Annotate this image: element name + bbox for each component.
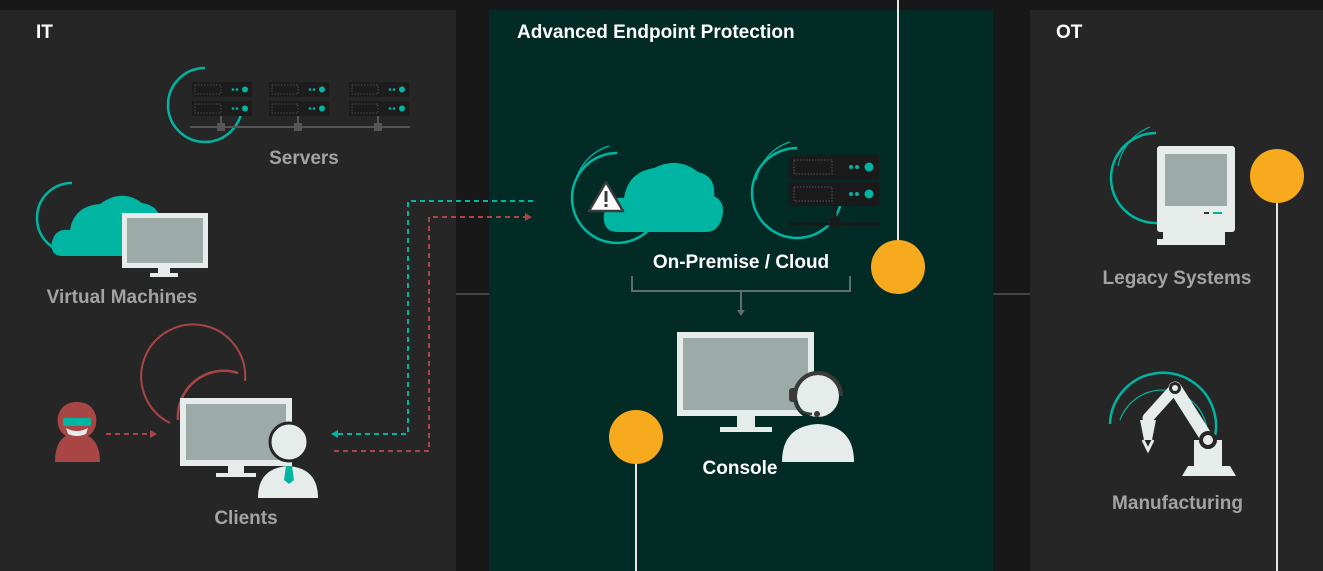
ot-panel-title: OT bbox=[1056, 22, 1083, 43]
legacy-systems-label: Legacy Systems bbox=[1102, 268, 1252, 289]
servers-label: Servers bbox=[269, 148, 339, 169]
virtual-machines-icon bbox=[35, 181, 208, 277]
aep-panel-title: Advanced Endpoint Protection bbox=[517, 22, 795, 43]
marker-line-ot bbox=[1276, 200, 1278, 571]
marker-line-aep-bottom bbox=[635, 458, 637, 571]
teal-flow-arrow bbox=[331, 200, 533, 438]
marker-dot-aep-bottom[interactable] bbox=[609, 410, 663, 464]
clients-label: Clients bbox=[214, 508, 278, 529]
hacker-icon bbox=[55, 402, 100, 462]
panel-connector-left bbox=[456, 293, 489, 295]
manufacturing-label: Manufacturing bbox=[1112, 493, 1243, 514]
on-premise-cloud-label: On-Premise / Cloud bbox=[652, 252, 830, 273]
servers-icon bbox=[166, 66, 410, 144]
ot-panel bbox=[1030, 10, 1323, 571]
red-flow-arrow bbox=[334, 213, 532, 452]
warning-icon bbox=[587, 180, 625, 213]
console-icon bbox=[677, 332, 854, 462]
panel-connector-right bbox=[993, 293, 1030, 295]
marker-dot-ot[interactable] bbox=[1250, 149, 1304, 203]
attack-arrow bbox=[106, 430, 157, 438]
marker-line-aep-top bbox=[897, 0, 899, 245]
marker-dot-aep-top[interactable] bbox=[871, 240, 925, 294]
manufacturing-icon bbox=[1108, 371, 1236, 476]
console-connector bbox=[631, 276, 851, 316]
on-premise-server-icon bbox=[750, 141, 880, 240]
it-panel-title: IT bbox=[36, 22, 53, 43]
virtual-machines-label: Virtual Machines bbox=[46, 287, 198, 308]
legacy-systems-icon bbox=[1109, 126, 1235, 245]
cloud-icon bbox=[570, 145, 723, 245]
console-label: Console bbox=[702, 458, 778, 479]
clients-icon bbox=[140, 323, 318, 498]
